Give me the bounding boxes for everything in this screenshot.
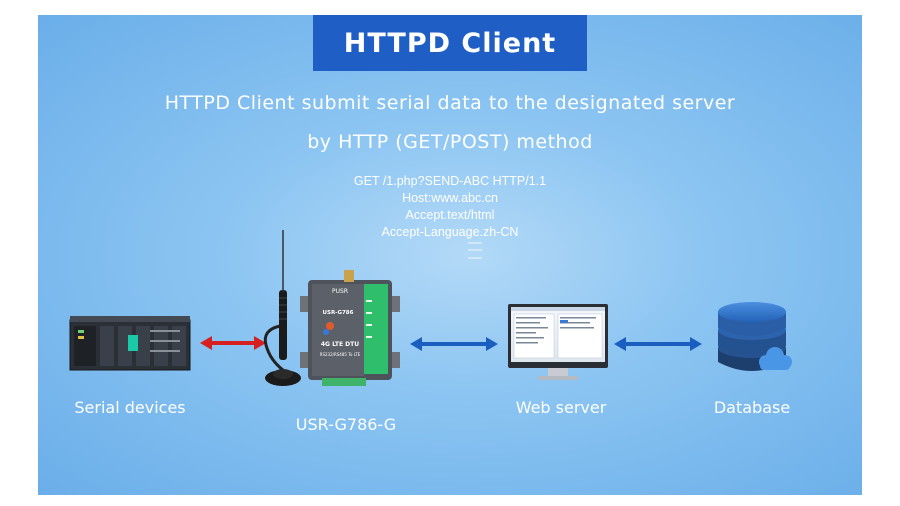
arrow-server-to-database: [614, 337, 702, 351]
dtu-brand-label: PUSR: [332, 288, 348, 295]
serial-devices-label: Serial devices: [74, 398, 186, 417]
database-icon: [718, 302, 792, 371]
page-title: HTTPD Client: [343, 27, 557, 59]
request-line: Host:www.abc.cn: [402, 191, 498, 205]
title-banner: HTTPD Client: [313, 15, 587, 71]
arrow-dtu-to-server: [410, 337, 498, 351]
request-line: GET /1.php?SEND-ABC HTTP/1.1: [353, 174, 547, 188]
dtu-desc-label: RS232/RS485 To LTE: [320, 352, 361, 357]
http-request-block: GET /1.php?SEND-ABC HTTP/1.1 Host:www.ab…: [320, 173, 580, 241]
dtu-model-label: USR-G786: [323, 310, 354, 316]
web-server-label: Web server: [515, 398, 607, 417]
dtu-device-icon: PUSR USR-G786 4G LTE DTU RS232/RS485 To …: [263, 230, 400, 386]
request-line: Accept.text/html: [405, 208, 495, 222]
request-continuation-dashes: [468, 242, 482, 259]
web-server-icon: [508, 304, 608, 380]
arrow-serial-to-dtu: [200, 336, 266, 350]
request-line: Accept-Language.zh-CN: [381, 225, 519, 239]
diagram-background: [38, 15, 862, 495]
subtitle-line-1: HTTPD Client submit serial data to the d…: [164, 92, 736, 114]
dtu-type-label: 4G LTE DTU: [321, 341, 359, 348]
subtitle-line-2: by HTTP (GET/POST) method: [307, 131, 593, 153]
dtu-label: USR-G786-G: [295, 415, 397, 434]
serial-devices-icon: [69, 316, 191, 371]
database-label: Database: [713, 398, 791, 417]
